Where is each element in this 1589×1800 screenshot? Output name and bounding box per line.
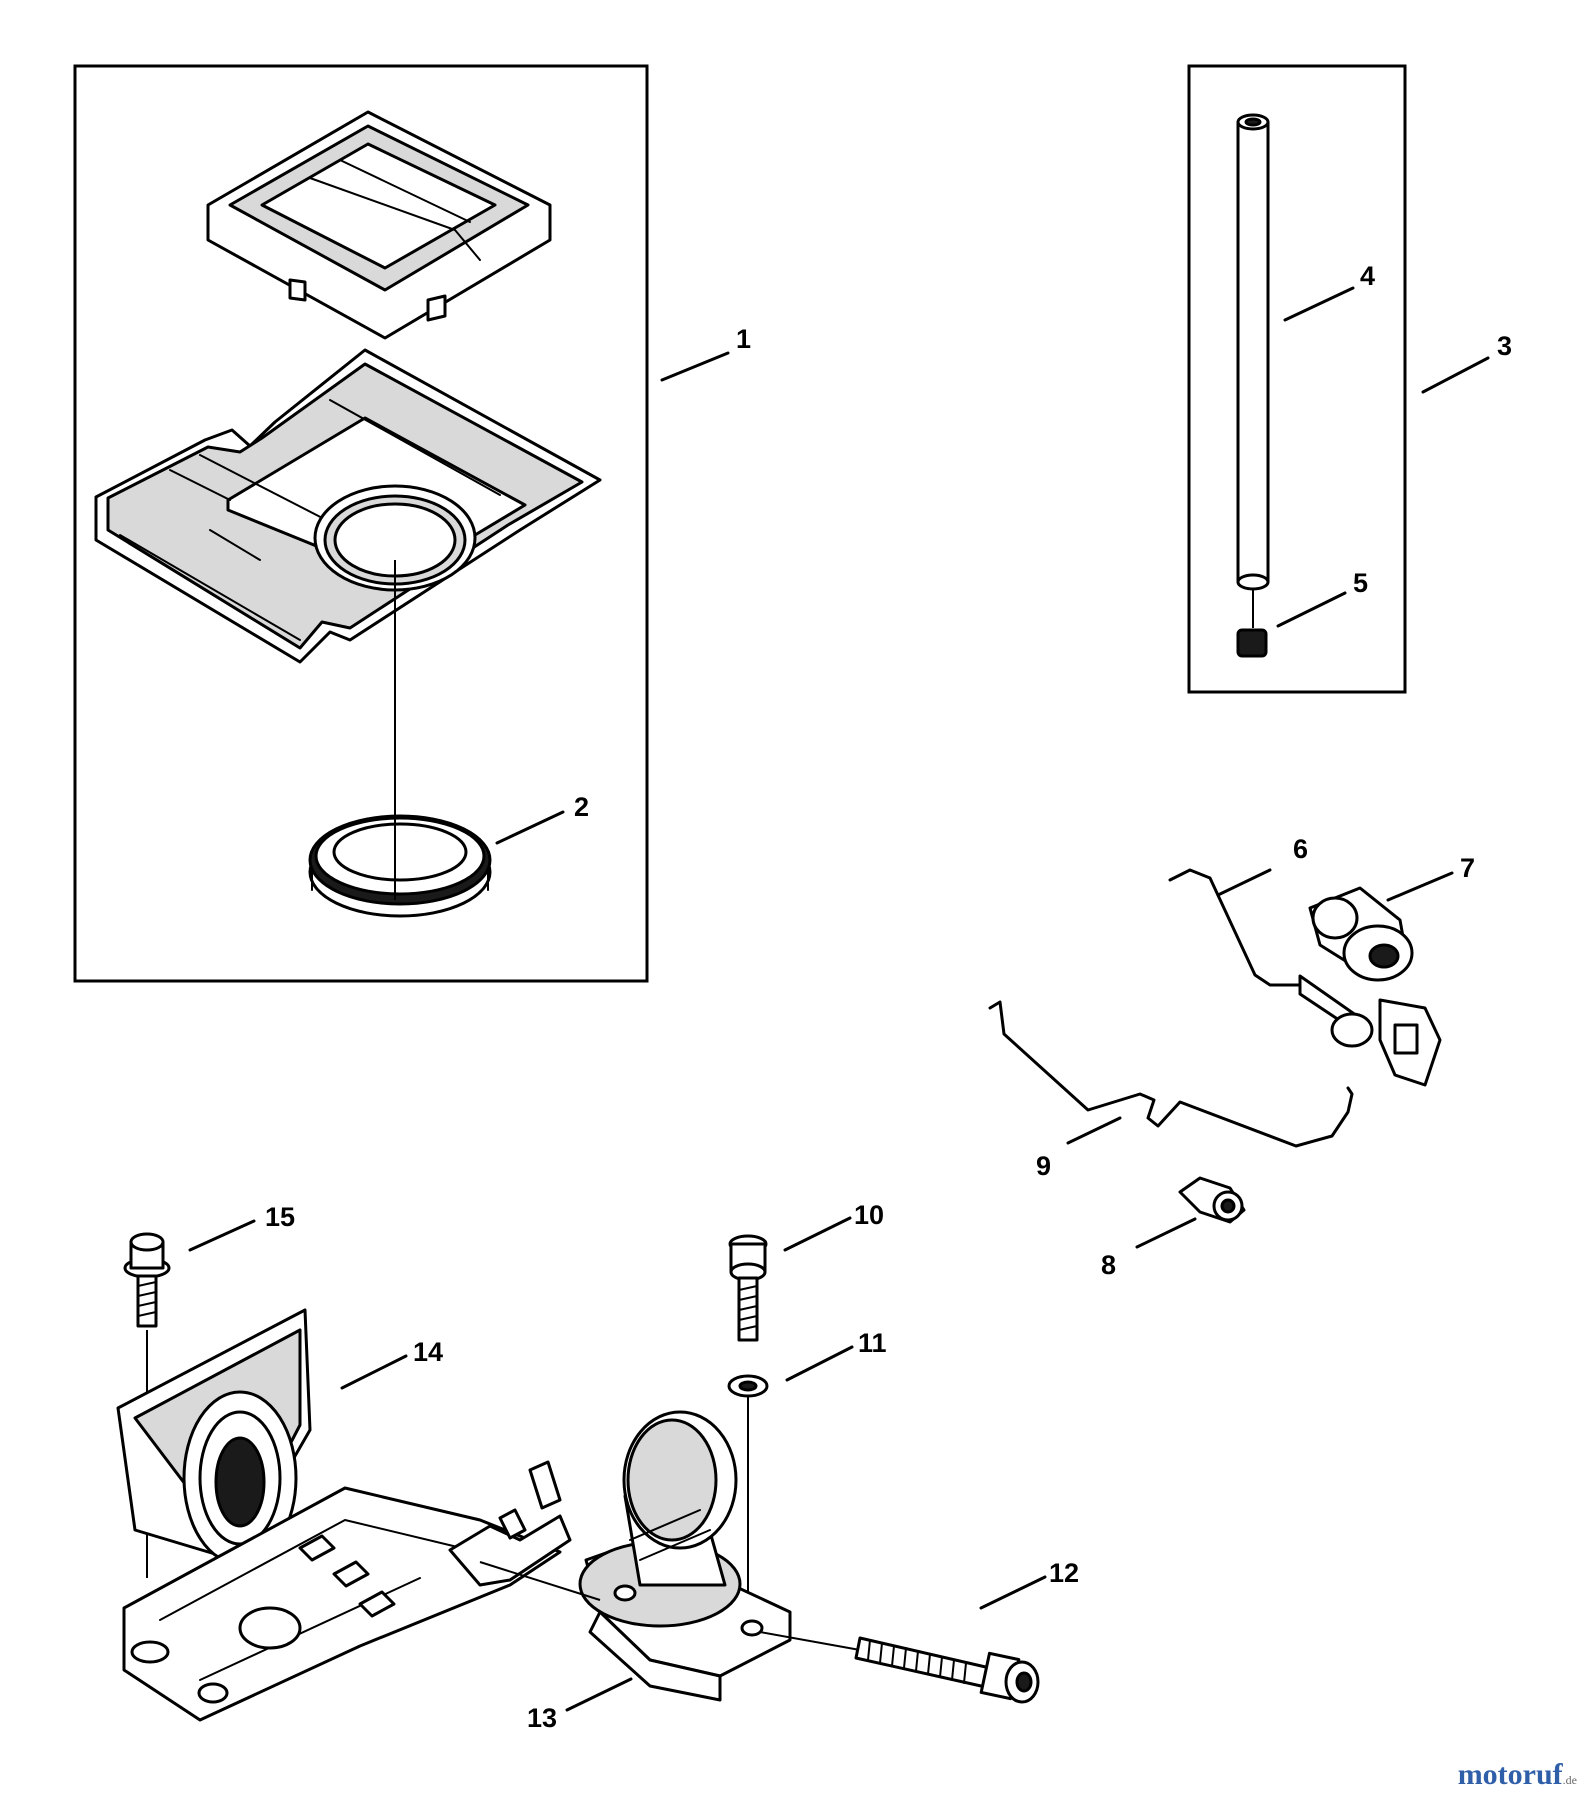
watermark-text: motoruf: [1457, 1758, 1563, 1791]
callout-4: 4: [1360, 261, 1375, 291]
leader-12: [979, 1575, 1047, 1610]
leader-6: [1216, 868, 1272, 897]
air-filter-cover: [206, 110, 552, 340]
throttle-rod: [1168, 868, 1442, 1087]
tube: [1236, 113, 1270, 591]
air-filter-base: [94, 348, 602, 664]
callout-1: 1: [736, 324, 751, 354]
leader-14: [340, 1354, 408, 1390]
callout-14: 14: [413, 1337, 443, 1367]
leader-9: [1066, 1116, 1122, 1145]
leader-15: [188, 1219, 256, 1252]
tube-group-frame: [1187, 64, 1407, 694]
watermark-suffix: .de: [1562, 1773, 1577, 1787]
air-filter-group-frame: [73, 64, 649, 983]
watermark-logo: motoruf.de: [1458, 1758, 1577, 1792]
long-bolt: [854, 1636, 1040, 1704]
assembly-axis-bolt-12: [759, 1631, 861, 1651]
washer: [727, 1374, 769, 1398]
callout-3: 3: [1497, 331, 1512, 361]
callout-5: 5: [1353, 568, 1368, 598]
callout-13: 13: [527, 1703, 557, 1733]
bushing: [1178, 1176, 1246, 1224]
socket-bolt: [728, 1234, 768, 1342]
callout-9: 9: [1036, 1151, 1051, 1181]
tube-cap: [1236, 628, 1268, 658]
leader-11: [785, 1345, 854, 1382]
leader-5: [1276, 591, 1347, 628]
choke-rod: [988, 1000, 1354, 1148]
callout-8: 8: [1101, 1250, 1116, 1280]
carburetor-body: [578, 1410, 792, 1702]
leader-2: [495, 810, 565, 845]
plug: [1308, 886, 1414, 982]
seal-ring: [308, 814, 492, 918]
callout-6: 6: [1293, 834, 1308, 864]
leader-8: [1135, 1217, 1197, 1249]
assembly-axis-flange-carb: [479, 1561, 601, 1601]
flange-bolt: [123, 1232, 171, 1328]
leader-3: [1421, 356, 1490, 394]
callout-10: 10: [854, 1200, 884, 1230]
callout-2: 2: [574, 792, 589, 822]
callout-12: 12: [1049, 1558, 1079, 1588]
leader-7: [1386, 871, 1454, 902]
callout-7: 7: [1460, 853, 1475, 883]
leader-4: [1283, 286, 1355, 322]
leader-1: [660, 351, 730, 382]
callout-15: 15: [265, 1202, 295, 1232]
leader-13: [565, 1677, 633, 1712]
callout-11: 11: [858, 1328, 887, 1358]
leader-10: [783, 1216, 852, 1252]
intake-flange: [116, 1308, 572, 1722]
